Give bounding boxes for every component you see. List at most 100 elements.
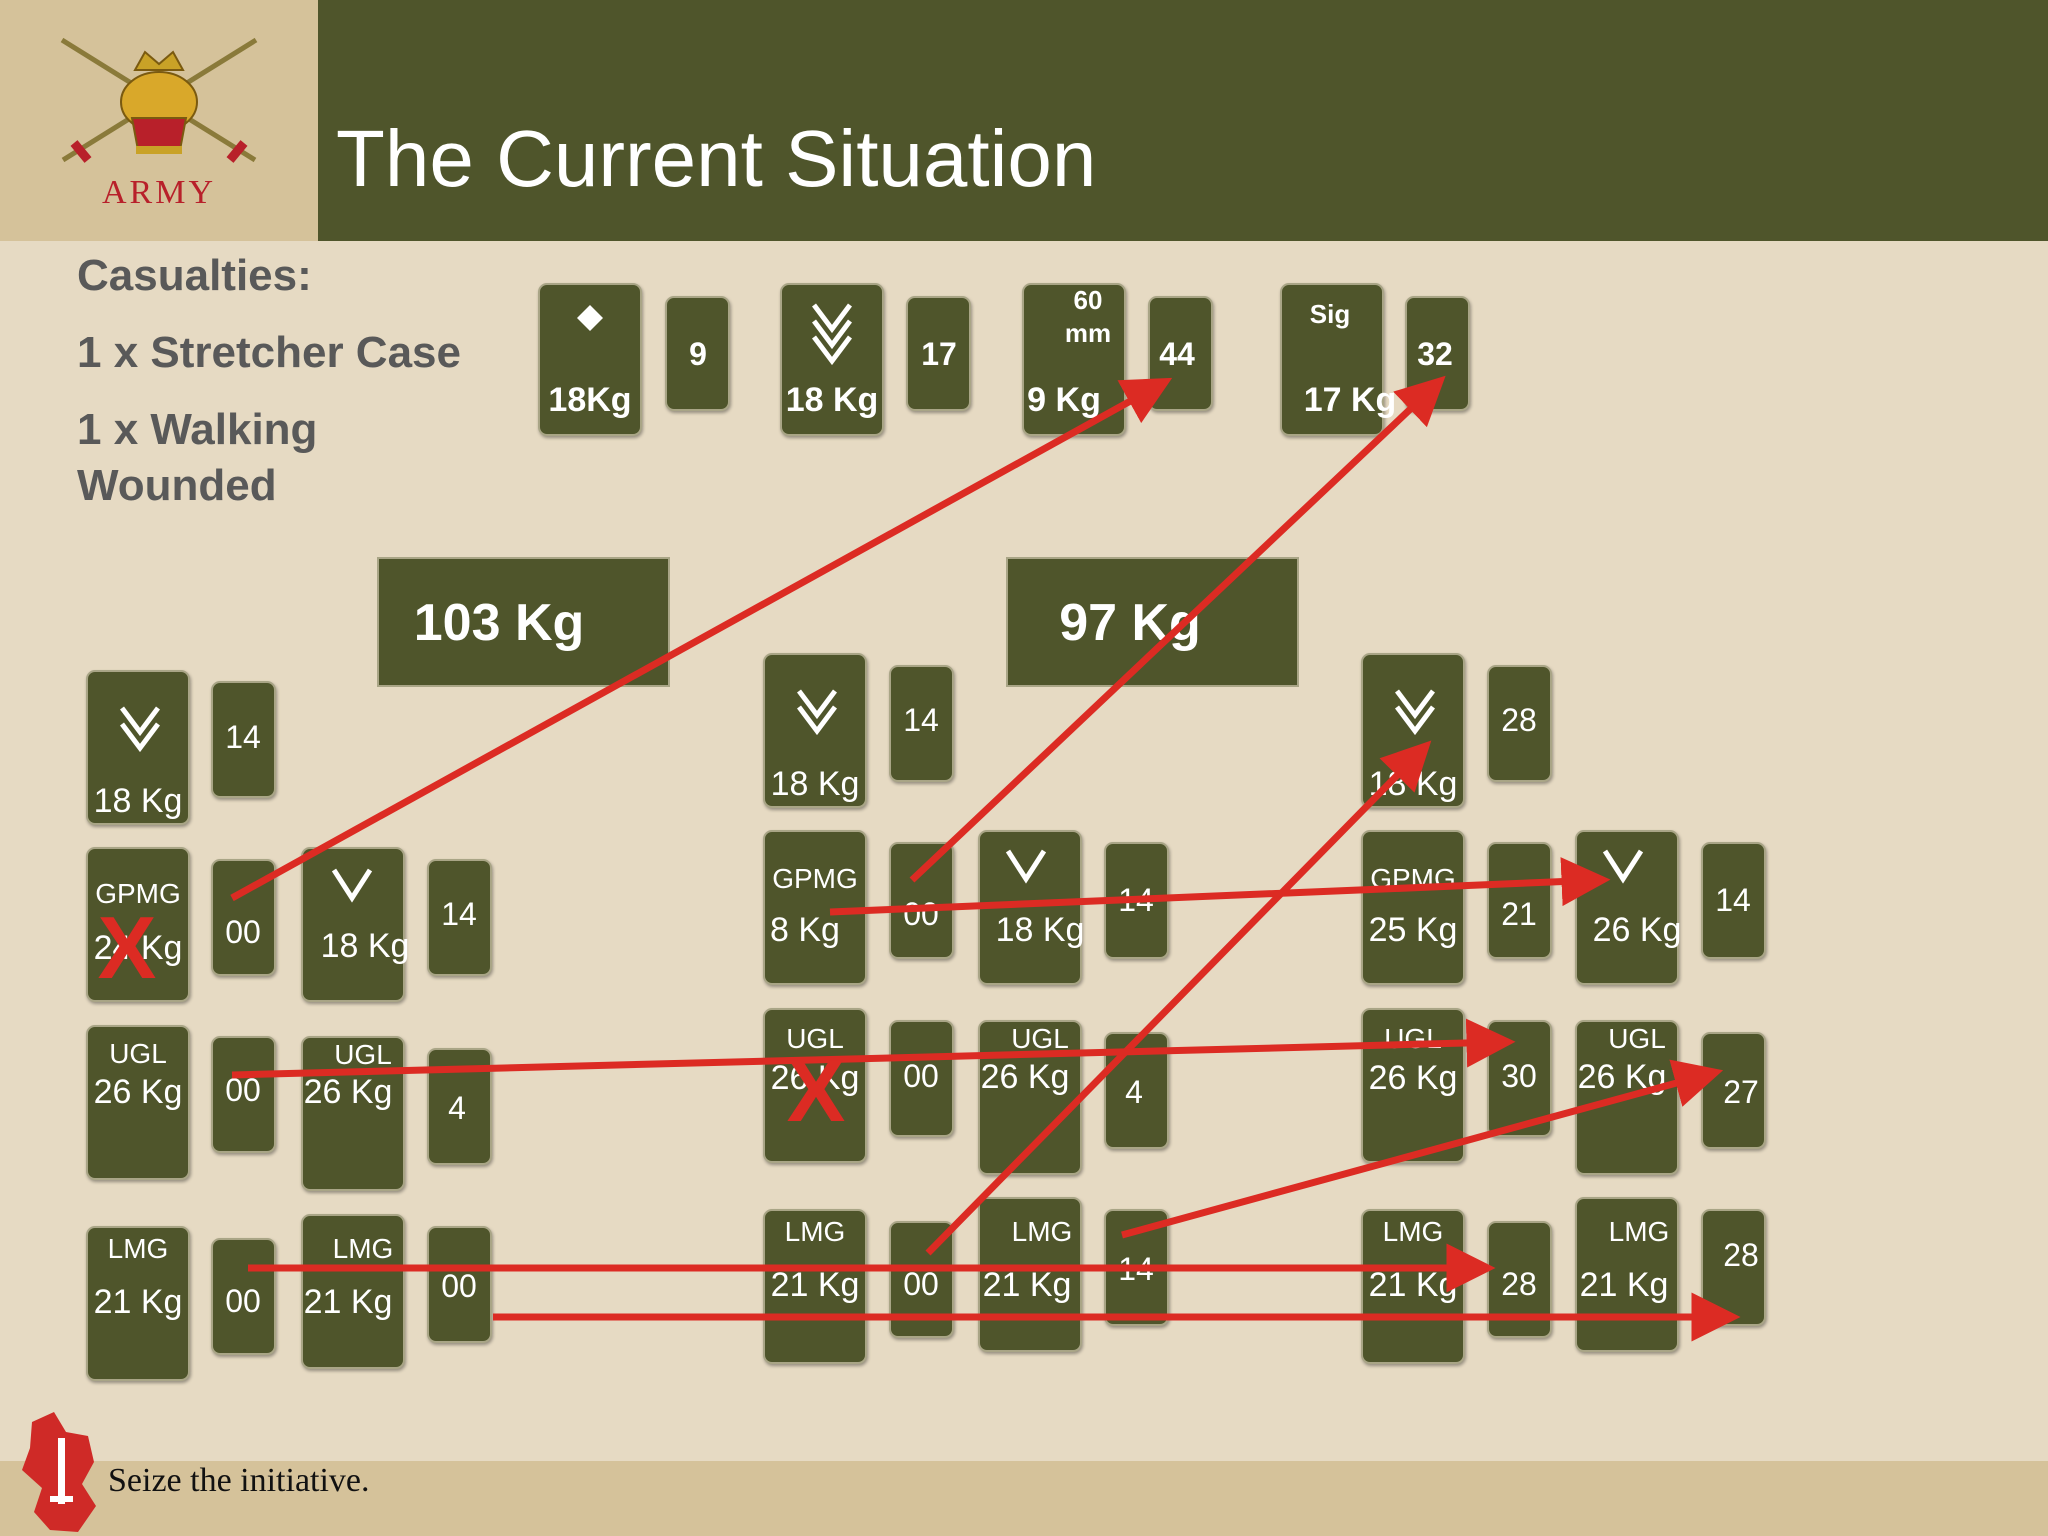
right-lmg2-number-box: 28 [1701,1209,1766,1326]
right-lcpl-number: 14 [1715,882,1751,918]
right-commander-number: 28 [1501,702,1537,738]
arrow-middle-gpmg-to-right-lcpl [829,857,1611,916]
left-ugl1-box: UGL 26 Kg [86,1025,190,1180]
middle-ugl1-box: UGL 26 Kg [763,1008,867,1163]
army-logo-text: ARMY [101,174,217,211]
middle-ugl1-label: UGL [786,1023,844,1054]
middle-gpmg-number-box: 00 [889,842,954,959]
right-lcpl-weight: 26 Kg [1592,911,1682,949]
arrow-middle-gpmg-to-signaller [909,375,1446,883]
left-lmg2-label: LMG [332,1233,394,1264]
double-chevron-icon [1395,689,1435,736]
triple-chevron-icon [812,303,852,366]
middle-lmg1-weight: 21 Kg [770,1266,860,1304]
hq-sm-box: 18 Kg [780,283,884,436]
middle-commander-weight: 18 Kg [770,765,860,803]
left-commander-box: 18 Kg [86,670,190,825]
right-commander-number-box: 28 [1487,665,1552,782]
hq-oc-weight: 18Kg [548,381,632,419]
left-ugl1-number: 00 [225,1072,261,1108]
middle-lcpl-weight: 18 Kg [995,911,1085,949]
left-lcpl-number-box: 14 [427,859,492,976]
middle-ugl1-number-box: 00 [889,1020,954,1137]
single-chevron-icon [1005,849,1047,884]
left-lmg1-label: LMG [107,1233,169,1264]
hq-mortar-label: 60 [1073,285,1103,315]
left-lmg1-number-box: 00 [211,1238,276,1355]
left-ugl2-box: UGL 26 Kg [301,1036,405,1191]
hq-signaller-number-box: 32 [1405,296,1470,411]
right-ugl1-weight: 26 Kg [1368,1059,1458,1097]
arrow-gpmg-to-mortar [230,377,1173,902]
footer-slogan: Seize the initiative. [108,1462,370,1499]
casualty-stretcher-case: 1 x Stretcher Case [77,328,461,377]
left-ugl1-weight: 26 Kg [93,1073,183,1111]
left-ugl1-number-box: 00 [211,1036,276,1153]
left-total-box: 103 Kg [377,557,670,687]
hq-oc-number-box: 9 [665,296,730,411]
hq-signaller-label: Sig [1309,299,1351,329]
hq-sm-weight: 18 Kg [785,381,879,419]
middle-gpmg-weight: 8 Kg [770,911,840,949]
left-lmg1-number: 00 [225,1283,261,1319]
middle-ugl2-weight: 26 Kg [980,1058,1070,1096]
left-ugl1-label: UGL [109,1038,167,1069]
right-ugl2-number: 27 [1723,1074,1759,1110]
footer-bar [0,1461,2048,1536]
left-total-weight: 103 Kg [413,594,585,652]
left-commander-weight: 18 Kg [93,782,183,820]
hq-oc-box: 18Kg [538,283,642,436]
middle-lmg2-weight: 21 Kg [982,1266,1072,1304]
middle-ugl2-number: 4 [1125,1074,1143,1110]
middle-commander-number-box: 14 [889,665,954,782]
left-ugl2-number: 4 [448,1090,466,1126]
hq-mortar-label2: mm [1064,318,1112,348]
right-lmg1-number: 28 [1501,1266,1537,1302]
left-ugl2-label: UGL [334,1039,392,1070]
right-lcpl-box: 26 Kg [1575,830,1682,985]
middle-lmg2-label: LMG [1011,1216,1073,1247]
right-gpmg-number: 21 [1501,896,1537,932]
arrow-left-ugl-to-right-ugl [231,1018,1516,1079]
left-lmg2-box: LMG 21 Kg [301,1214,405,1369]
right-gpmg-number-box: 21 [1487,842,1552,959]
hq-sm-number: 17 [921,336,957,372]
right-lmg2-label: LMG [1608,1216,1670,1247]
middle-ugl1-number: 00 [903,1058,939,1094]
left-lmg1-box: LMG 21 Kg [86,1226,190,1381]
hq-signaller-number: 32 [1417,336,1453,372]
casualties-heading: Casualties: [77,251,312,300]
hq-signaller-weight: 17 Kg [1303,381,1397,419]
left-lcpl-weight: 18 Kg [320,927,410,965]
right-lmg2-weight: 21 Kg [1579,1266,1669,1304]
hq-sm-number-box: 17 [906,296,971,411]
middle-lmg1-box: LMG 21 Kg [763,1209,867,1364]
hq-mortar-weight: 9 Kg [1027,381,1101,419]
right-lcpl-number-box: 14 [1701,842,1766,959]
left-lcpl-box: 18 Kg [301,847,409,1002]
slide-title: The Current Situation [336,114,1097,203]
hq-oc-number: 9 [689,336,707,372]
middle-gpmg-box: GPMG 8 Kg [763,830,867,985]
middle-ugl1-weight: 26 Kg [770,1059,860,1097]
left-gpmg-box: GPMG 24 Kg [86,847,190,1002]
middle-commander-number: 14 [903,702,939,738]
diamond-icon [577,305,603,331]
middle-lmg2-box: LMG 21 Kg [978,1197,1082,1352]
left-gpmg-weight: 24 Kg [93,929,183,967]
middle-ugl-casualty-mark: X [787,1041,846,1140]
title-bar [318,0,2048,241]
double-chevron-icon [120,706,160,753]
left-lmg2-weight: 21 Kg [303,1283,393,1321]
arrow-middle-lmg-to-right-commander [925,740,1432,1256]
right-ugl2-label: UGL [1608,1023,1666,1054]
left-commander-number-box: 14 [211,681,276,798]
right-total-box: 97 Kg [1006,557,1299,687]
right-lmg2-box: LMG 21 Kg [1575,1197,1679,1352]
single-chevron-icon [331,868,373,903]
left-gpmg-number: 00 [225,914,261,950]
middle-ugl2-label: UGL [1011,1023,1069,1054]
left-gpmg-label: GPMG [95,878,181,909]
left-lmg2-number-box: 00 [427,1226,492,1343]
